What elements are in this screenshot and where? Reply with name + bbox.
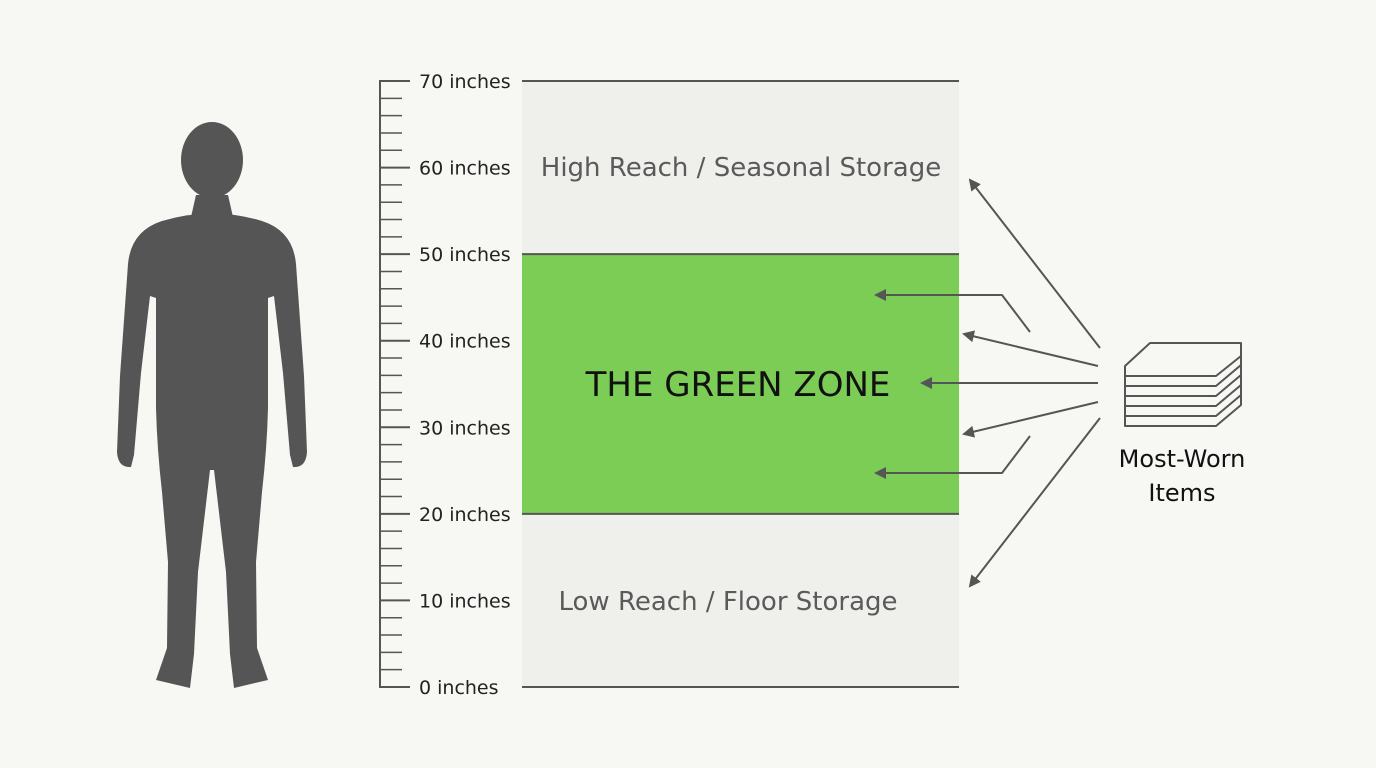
zone-boundaries <box>522 80 959 688</box>
items-label-line2: Items <box>1148 479 1215 507</box>
ruler-tick-label: 70 inches <box>419 71 511 93</box>
ruler-tick-label: 30 inches <box>419 417 511 439</box>
ruler-labels: 70 inches 60 inches 50 inches 40 inches 30 i… <box>419 71 511 699</box>
zone-title-green: THE GREEN ZONE <box>585 365 891 405</box>
items-label-line1: Most-Worn <box>1119 445 1246 473</box>
ruler-ticks <box>380 80 410 688</box>
zone-label-high: High Reach / Seasonal Storage <box>541 153 941 183</box>
human-silhouette-icon <box>117 122 307 688</box>
zone-label-low: Low Reach / Floor Storage <box>558 587 897 617</box>
ruler-tick-label: 60 inches <box>419 158 511 180</box>
folded-clothes-stack-icon <box>1124 342 1242 427</box>
storage-zones <box>522 81 959 687</box>
placement-arrows <box>874 178 1101 588</box>
ruler-tick-label: 40 inches <box>419 331 511 353</box>
arrow-to-high <box>968 178 1101 349</box>
arrow-to-green-upper <box>874 289 1031 333</box>
ruler-tick-label: 50 inches <box>419 244 511 266</box>
arrow-to-green-edge-lower <box>962 401 1099 438</box>
ruler-tick-label: 20 inches <box>419 504 511 526</box>
zone-high-area <box>522 81 959 255</box>
ruler-tick-label: 0 inches <box>419 677 499 699</box>
arrow-to-green-edge-upper <box>962 330 1099 367</box>
zone-low-area <box>522 513 959 687</box>
arrow-to-green-lower <box>874 435 1031 479</box>
zone-green-area <box>522 254 959 514</box>
arrow-to-low <box>968 417 1101 588</box>
ruler-tick-label: 10 inches <box>419 590 511 612</box>
